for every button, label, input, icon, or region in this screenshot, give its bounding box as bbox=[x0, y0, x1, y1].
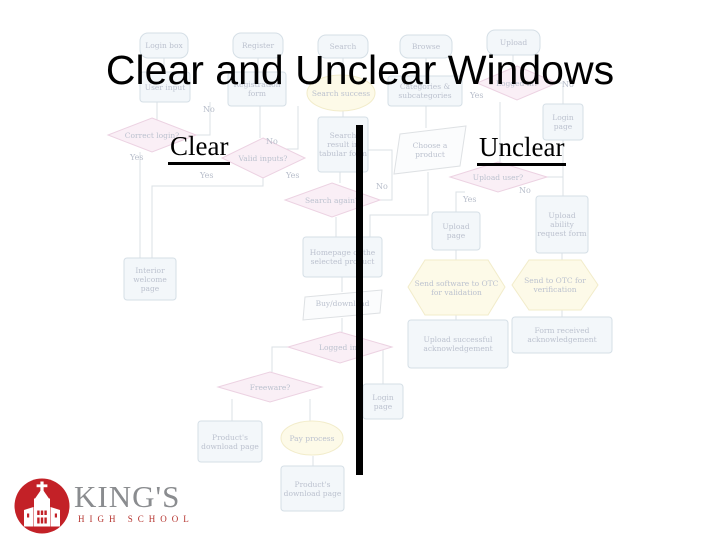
vertical-divider-line bbox=[356, 125, 363, 475]
slide-title: Clear and Unclear Windows bbox=[105, 47, 615, 93]
church-emblem-icon bbox=[14, 478, 70, 534]
flowchart-hexagons bbox=[280, 74, 599, 456]
kings-high-school-logo: KING'S HIGH SCHOOL bbox=[13, 477, 189, 535]
clear-label: Clear bbox=[168, 133, 231, 165]
flowchart-diamonds bbox=[106, 65, 559, 403]
unclear-label: Unclear bbox=[477, 134, 567, 166]
flowchart-boxes bbox=[123, 29, 613, 512]
logo-school-subtitle: HIGH SCHOOL bbox=[78, 514, 194, 524]
flowchart-connectors bbox=[139, 55, 564, 466]
logo-school-name: KING'S bbox=[74, 479, 181, 514]
